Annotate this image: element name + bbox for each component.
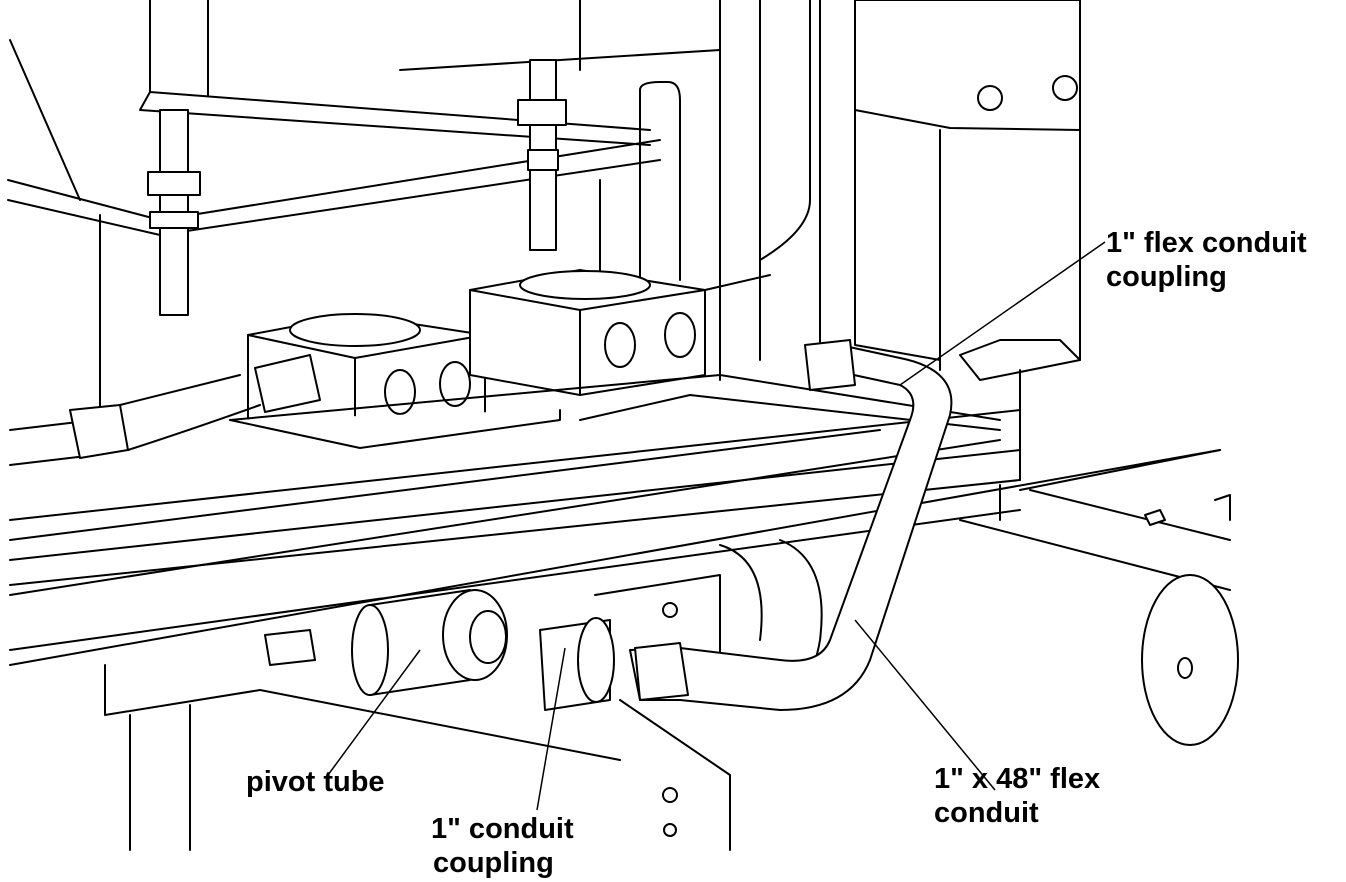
flex-conduit-48 (629, 339, 953, 711)
junction-box-right (469, 269, 706, 396)
leader-conduit-coupling (536, 647, 566, 811)
leader-flex-coupling (899, 241, 1106, 386)
right-wheel (959, 484, 1239, 746)
label-48in-flex-conduit: 1" x 48" flex conduit (934, 762, 1100, 830)
main-beam (9, 374, 1221, 666)
label-conduit-coupling-line2: coupling (433, 847, 554, 879)
leader-flex-conduit (854, 619, 996, 791)
right-housing (819, 0, 1081, 481)
conduit-coupling (539, 617, 615, 711)
leader-lines (327, 241, 1106, 811)
leader-pivot-tube (327, 649, 421, 776)
label-flex-conduit-coupling: 1" flex conduit coupling (1106, 226, 1307, 294)
label-flex-conduit-line1: 1" x 48" flex (934, 763, 1101, 795)
label-flex-coupling-line1: 1" flex conduit (1106, 227, 1307, 259)
label-conduit-coupling: 1" conduit coupling (431, 812, 574, 880)
threaded-rods (147, 59, 567, 316)
label-conduit-coupling-line1: 1" conduit (431, 813, 574, 845)
label-pivot-tube-line1: pivot tube (246, 766, 385, 798)
pivot-tube (264, 589, 508, 696)
vertical-pipes (599, 0, 811, 381)
label-flex-coupling-line2: coupling (1106, 261, 1227, 293)
left-conduit (9, 354, 321, 466)
label-pivot-tube: pivot tube (246, 765, 385, 799)
lower-structure (104, 539, 823, 851)
label-flex-conduit-line2: conduit (934, 797, 1039, 829)
